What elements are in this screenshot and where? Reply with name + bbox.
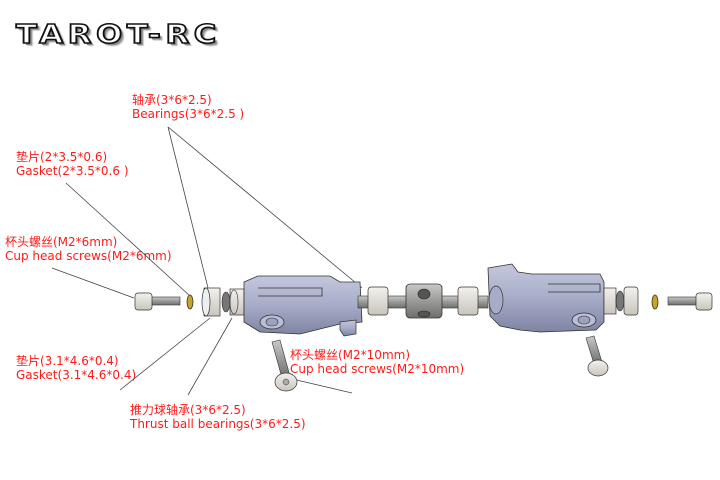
leader-thrust-bearings bbox=[187, 317, 233, 396]
thrust-bearing-right bbox=[603, 287, 625, 315]
bearing-center-right bbox=[457, 286, 479, 316]
callout-cup-screws-6-zh: 杯头螺丝(M2*6mm) bbox=[5, 235, 118, 249]
callout-gasket-large-zh: 垫片(3.1*4.6*0.4) bbox=[16, 354, 119, 368]
bearing-center-left bbox=[367, 286, 389, 316]
gasket-gold-right bbox=[651, 294, 659, 310]
cup-head-screw-m2x6-right bbox=[667, 292, 713, 311]
leader-gasket-small bbox=[65, 182, 191, 297]
cup-head-screw-m2x10-right bbox=[585, 335, 609, 377]
leader-bearings-left bbox=[167, 126, 209, 289]
callout-cup-screws-10-zh: 杯头螺丝(M2*10mm) bbox=[290, 348, 411, 362]
callout-gasket-large-en: Gasket(3.1*4.6*0.4) bbox=[16, 368, 137, 382]
thrust-bearing-left bbox=[221, 288, 245, 316]
blade-grip-left bbox=[243, 275, 363, 337]
leader-cup-screws-10 bbox=[287, 377, 353, 394]
leader-bearings-center bbox=[167, 126, 363, 289]
callout-cup-screws-10: 杯头螺丝(M2*10mm) Cup head screws(M2*10mm) bbox=[290, 348, 464, 376]
callout-gasket-small: 垫片(2*3.5*0.6) Gasket(2*3.5*0.6 ) bbox=[16, 150, 129, 178]
callout-thrust-bearings-zh: 推力球轴承(3*6*2.5) bbox=[130, 403, 246, 417]
callout-cup-screws-6-en: Cup head screws(M2*6mm) bbox=[5, 249, 172, 263]
tarot-rc-logo: TAROT-RC bbox=[15, 19, 222, 51]
leader-gasket-large bbox=[119, 317, 211, 391]
bearing-right bbox=[623, 286, 639, 316]
callout-thrust-bearings: 推力球轴承(3*6*2.5) Thrust ball bearings(3*6*… bbox=[130, 403, 306, 431]
callout-bearings: 轴承(3*6*2.5) Bearings(3*6*2.5 ) bbox=[132, 93, 244, 121]
cup-head-screw-m2x6-left bbox=[134, 292, 181, 311]
leader-cup-screws-6 bbox=[51, 267, 135, 299]
callout-gasket-small-zh: 垫片(2*3.5*0.6) bbox=[16, 150, 108, 164]
cup-head-screw-m2x10-left bbox=[271, 339, 298, 392]
callout-cup-screws-10-en: Cup head screws(M2*10mm) bbox=[290, 362, 465, 376]
center-hub-block bbox=[405, 283, 443, 319]
callout-thrust-bearings-en: Thrust ball bearings(3*6*2.5) bbox=[130, 417, 306, 431]
gasket-gold-left bbox=[186, 294, 194, 310]
callout-bearings-en: Bearings(3*6*2.5 ) bbox=[132, 107, 245, 121]
leader-lines bbox=[51, 126, 363, 396]
callout-gasket-large: 垫片(3.1*4.6*0.4) Gasket(3.1*4.6*0.4) bbox=[16, 354, 136, 382]
callout-cup-screws-6: 杯头螺丝(M2*6mm) Cup head screws(M2*6mm) bbox=[5, 235, 172, 263]
blade-grip-right bbox=[487, 263, 605, 333]
bearing-left bbox=[201, 287, 221, 317]
callout-gasket-small-en: Gasket(2*3.5*0.6 ) bbox=[16, 164, 129, 178]
callout-bearings-zh: 轴承(3*6*2.5) bbox=[132, 93, 212, 107]
